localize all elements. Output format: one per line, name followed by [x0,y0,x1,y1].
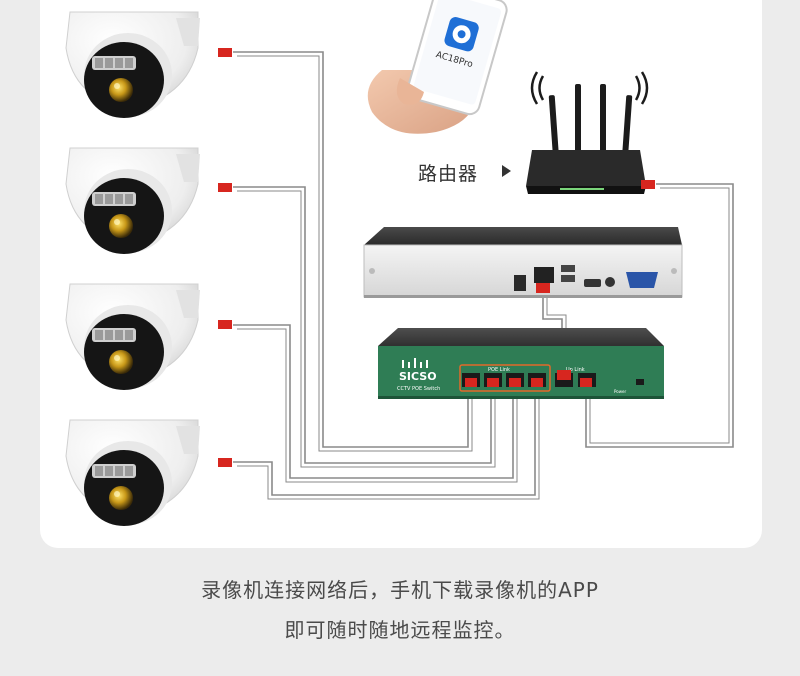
camera-3-connector [218,320,232,329]
camera-4-connector [218,458,232,467]
caption-line-2: 即可随时随地远程监控。 [0,614,800,643]
dome-camera-3 [66,284,232,390]
poe-switch-icon: SICSO CCTV POE Switch POE Link Up Link P… [378,328,664,399]
router-uplink-cable [586,184,733,447]
switch-subtitle-text: CCTV POE Switch [397,386,440,392]
dome-camera-4 [66,420,232,526]
switch-brand-text: SICSO [399,370,437,383]
camera-1-connector [218,48,232,57]
router-label: 路由器 [418,159,478,186]
nvr-recorder-icon [364,227,682,298]
arrow-right-icon [502,165,511,177]
dome-camera-1 [66,12,232,118]
poe-link-text: POE Link [488,367,510,373]
camera-2-connector [218,183,232,192]
router-leds [560,188,604,190]
nvr-lan-port [534,267,554,283]
dome-camera-icon [66,148,200,254]
dome-camera-icon [66,420,200,526]
power-text: Power [614,389,626,394]
dome-camera-icon [66,284,200,390]
dome-camera-2 [66,148,232,254]
router-connector [641,180,655,189]
caption-line-1: 录像机连接网络后，手机下载录像机的APP [0,574,800,603]
nvr-connector [536,283,550,293]
wifi-router-icon [526,72,647,194]
dome-camera-icon [66,12,200,118]
hand-holding-phone: AC18Pro [368,0,509,134]
